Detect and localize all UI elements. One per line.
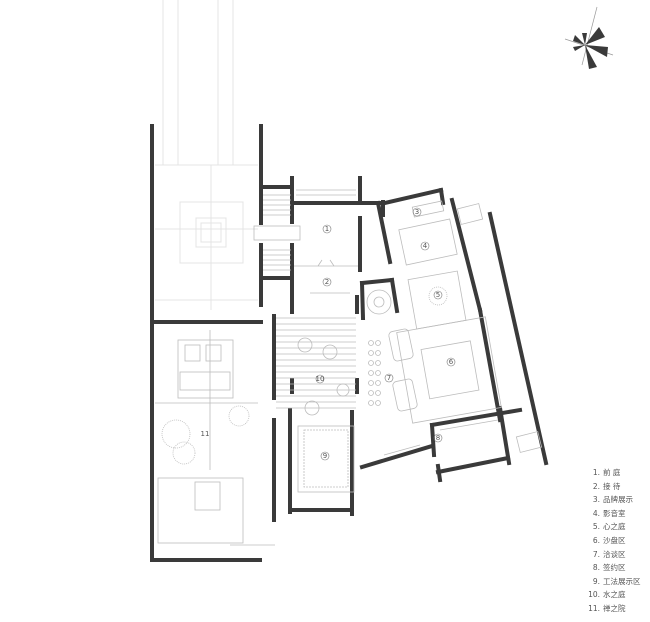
- chairs: [368, 328, 418, 412]
- room-marker-5: [433, 290, 443, 300]
- legend: 1.前 庭 2.接 待 3.品牌展示 4.影音室 5.心之庭 6.沙盘区 7.洽…: [588, 466, 641, 616]
- room-marker-7: [384, 373, 394, 383]
- room-marker-10: [315, 374, 325, 384]
- room-label-5: 5: [436, 291, 440, 299]
- water-court-boards: [276, 317, 356, 416]
- room-label-6: 6: [449, 358, 454, 366]
- room-label-3: 3: [415, 208, 419, 216]
- room-marker-labels: 1 2 3 4 5 6 7 8 9 10 11: [201, 208, 454, 460]
- room-label-10: 10: [316, 375, 325, 383]
- walls: [150, 124, 549, 562]
- room-marker-1: [322, 224, 332, 234]
- room-label-1: 1: [325, 225, 329, 233]
- legend-item: 10.水之庭: [588, 590, 626, 600]
- room-marker-3: [412, 207, 422, 217]
- room-marker-8: [433, 433, 443, 443]
- room-label-2: 2: [325, 278, 329, 286]
- room-marker-6: [446, 357, 456, 367]
- interior-lines: [155, 189, 543, 546]
- legend-item: 8.签约区: [592, 563, 626, 573]
- legend-item: 1.前 庭: [592, 468, 621, 477]
- legend-item: 5.心之庭: [592, 522, 626, 532]
- legend-item: 9.工法展示区: [592, 576, 641, 586]
- legend-item: 7.洽谈区: [592, 549, 626, 559]
- room-markers: [315, 207, 456, 461]
- room-marker-9: [320, 451, 330, 461]
- legend-item: 11.禅之院: [588, 603, 626, 613]
- room-label-8: 8: [436, 434, 440, 442]
- room-label-4: 4: [423, 242, 428, 250]
- stair-left: [263, 194, 291, 271]
- garden-lines: [155, 0, 258, 310]
- room-label-11: 11: [201, 430, 210, 438]
- legend-item: 3.品牌展示: [592, 495, 633, 505]
- room-marker-4: [420, 241, 430, 251]
- room-label-7: 7: [387, 374, 391, 382]
- room-label-9: 9: [323, 452, 327, 460]
- legend-item: 4.影音室: [592, 508, 626, 518]
- legend-item: 2.接 待: [592, 481, 621, 491]
- room-marker-2: [322, 277, 332, 287]
- compass-rose-icon: [564, 6, 614, 69]
- legend-item: 6.沙盘区: [592, 535, 626, 545]
